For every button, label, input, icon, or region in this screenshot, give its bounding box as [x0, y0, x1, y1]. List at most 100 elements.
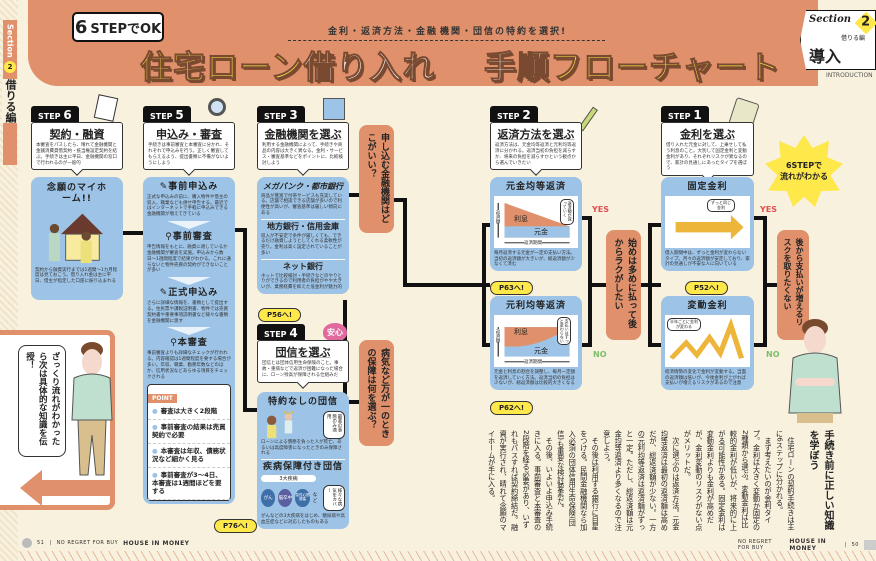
- footer-pattern: [18, 551, 876, 561]
- section-sub: 借りる編: [841, 35, 866, 42]
- disease-circle: 脳卒中: [278, 489, 293, 508]
- step4-card: 特約なしの団信 最悪の事態のみ適用 ローンによる債務を負った人が死亡、あるいは高…: [257, 392, 349, 529]
- fixed-rate-graph: ずっと同じ金利: [665, 195, 750, 248]
- option-text: 収入が不安定で条件が厳しくても、できるだけ融資しようとしてくれる柔軟性が売り。金…: [261, 233, 342, 257]
- step-label: STEP: [264, 330, 287, 339]
- option-text: 借入期間中は、ずっと金利が変わらないタイプ。月々の返済額が安定しており、家計の見…: [665, 250, 750, 268]
- title-left: 住宅ローン借り入れ: [139, 42, 436, 88]
- speech-bubble: 最悪の事態のみ適用: [322, 410, 345, 439]
- step-number: 2: [522, 108, 531, 122]
- step3-box: 金融機関を選ぶ利用する金融機関によって、手続きや商品の内容は大きく異なる。金利・…: [257, 122, 349, 171]
- magnifier-icon: ⚲: [170, 338, 178, 349]
- principal-label: 元金: [534, 346, 548, 355]
- option-text: 商品が豊富で付帯サービスも充実している。店舗で相談できる店舗が多いので利便性が高…: [261, 193, 342, 217]
- option-text: 元金と利息の割合を調整し、毎月一定額を返済していく方法。返済当初の負担は少ないが…: [494, 369, 575, 387]
- step-desc: 借り入れた元金に対して、上乗せして払う利息のこと。大別して固定金利と変動金利があ…: [666, 143, 747, 172]
- step-label: STEP: [264, 112, 287, 121]
- flow-line: [582, 283, 606, 347]
- flow-line: [392, 198, 490, 287]
- speech-bubble: ずっと同じ金利: [707, 198, 735, 213]
- question-repayment: 始めは多めに払って後からラクがしたい: [606, 230, 641, 340]
- stage-title: ✎事前申込み: [147, 182, 231, 193]
- step2-card-equal-principal: 元金均等返済 利息 元金 返済期間 返済額 返済額が減っていく 毎月返済する元金…: [490, 177, 582, 272]
- title-text: 手順: [483, 48, 551, 87]
- badge-number: 6: [74, 16, 88, 38]
- option-text: がんなどの3大疾病をはじめ、糖尿病や高血圧症などに対応したものもある: [261, 514, 345, 525]
- section-en-label: INTRODUCTION: [826, 72, 873, 79]
- left-arrow-icon[interactable]: [20, 470, 115, 506]
- title-right: 手順フローチャート: [483, 42, 781, 88]
- flow-line: [235, 228, 257, 412]
- side-tab-section: Section: [5, 24, 15, 58]
- stage-title-text: 本審査: [177, 338, 208, 349]
- step-label: STEP: [38, 112, 61, 121]
- down-arrow-icon: [167, 221, 211, 230]
- stage-text: 申告情報をもとに、融資に適しているか金融機関が審査を実施。申込みから数日〜1週間…: [147, 244, 231, 274]
- step5-card: ✎事前申込み 正式な申込みの前に、購入物件や借主の収入、職業なども併せ申告する。…: [143, 177, 235, 504]
- step-number: 5: [175, 108, 184, 122]
- pencil-icon: ✎: [159, 182, 169, 192]
- page-ref-p63[interactable]: P63へ!: [490, 281, 534, 295]
- family-house-illustration: [48, 213, 103, 263]
- page-ref-p52[interactable]: P52へ!: [685, 281, 729, 295]
- title-highlight: フローチャート: [550, 48, 781, 87]
- speech-bubble: 半年ごとに金利が変わる: [667, 317, 701, 332]
- question-insurance: 病気など万が一のときの保障は何を選ぶ？: [359, 340, 394, 446]
- side-tab-label: 借りる編: [2, 78, 18, 123]
- question-rate-risk: 後から支払いが増えるリスクを取りたくない: [777, 230, 809, 340]
- interest-label: 利息: [514, 327, 528, 336]
- flow-line: [482, 223, 490, 347]
- step5-tab: STEP 5: [143, 106, 191, 122]
- step-desc: 団信とは団体信用生命保険のこと。事故・重病などで返済が困難になった場合に、ローン…: [262, 361, 343, 378]
- speech-bubble[interactable]: ざっくり流れがわかったら次は具体的な知識を伝授！: [18, 345, 66, 457]
- article-paragraph: まず考えたいのが金利タイプ。金利は大きく変動か固定の2種類から選ぶ。変動金利は比…: [683, 430, 773, 531]
- footer-tagline: NO REGRET FOR BUY: [56, 540, 119, 546]
- option-title: 特約なしの団信: [267, 397, 338, 407]
- step1-tab: STEP 1: [661, 106, 709, 122]
- step3-card: メガバンク・都市銀行商品が豊富で付帯サービスも充実している。店舗で相談できる店舗…: [257, 177, 349, 295]
- page-number: 51: [37, 540, 45, 546]
- stage-title-text: 事前審査: [172, 232, 213, 243]
- article-body: 手続き前に正しい知識を学ぼう 住宅ローンの契約手続きは主に6ステップに分かれる。…: [440, 430, 835, 535]
- step2-card-equal-payment: 元利均等返済 利息 元金 返済期間 返済額 支払いはずっと変わらない 元金と利息…: [490, 296, 582, 391]
- stage-text: 正式な申込みの前に、購入物件や借主の収入、職業なども併せ申告する。最近ではインタ…: [147, 194, 228, 218]
- step-title: 金融機関を選ぶ: [264, 128, 342, 141]
- option-title: 地方銀行・信用金庫: [267, 221, 339, 231]
- option-text: 経済情勢の変化で金利が変動する。当面の返済額は低いが、今後金利が上がれば支払いが…: [665, 369, 746, 387]
- down-arrow-icon: [167, 277, 211, 286]
- footer-separator: |: [49, 540, 52, 546]
- pencil-icon: ✎: [159, 288, 169, 299]
- badge-text: STEPでOK: [90, 21, 162, 37]
- page-ref-p76[interactable]: P76へ!: [214, 519, 258, 533]
- title-text: 借り入れ: [303, 48, 436, 87]
- step-number: 3: [289, 108, 298, 122]
- y-axis-label: 返済額: [494, 209, 500, 224]
- section-title: 導入: [809, 47, 842, 66]
- option-text: ネットで比較検討・手続きなどのやりとりができるので利用者の負担がやや大きいが、業…: [261, 273, 342, 291]
- yes-label: YES: [592, 205, 610, 214]
- page-ref-p62[interactable]: P62へ!: [490, 401, 534, 415]
- page-number: 50: [851, 542, 859, 548]
- family-illustration: [267, 410, 294, 438]
- step4-box: 団信を選ぶ団信とは団体信用生命保険のこと。事故・重病などで返済が困難になった場合…: [257, 340, 349, 383]
- equal-payment-graph: 利息 元金 返済期間 返済額 支払いはずっと変わらない: [494, 314, 578, 367]
- page-ref-p56[interactable]: P56へ!: [258, 308, 302, 322]
- flow-line: [754, 216, 777, 287]
- side-tab-number: 2: [4, 60, 16, 73]
- principal-label: 元金: [534, 227, 548, 236]
- step2-tab: STEP 2: [490, 106, 538, 122]
- no-label: NO: [593, 350, 607, 359]
- card-text: 契約から融資実行までは1週間〜1カ月程度は見ておこう。借り入れ金は主に平日、借主…: [35, 267, 118, 285]
- card-title: 念願のマイホーム!!: [46, 183, 107, 204]
- heart-badge: 安心: [323, 323, 347, 341]
- graph-svg: [669, 317, 745, 360]
- step1-card-variable: 変動金利 半年ごとに金利が変わる 経済情勢の変化で金利が変動する。当面の返済額は…: [661, 296, 754, 391]
- stage-text: さらに詳細な情報を、書類として提出する。住民票や課税証明書、物件では売買契約書や…: [147, 300, 228, 324]
- section-side-tab: Section 2 借りる編: [2, 20, 18, 165]
- step5-box: 申込み・審査手続きは事前審査と本審査に分かれ、それぞれで申込みを行う。正しく審査…: [143, 122, 235, 171]
- coin-icon: [22, 538, 32, 548]
- footer-brand: HOUSE IN MONEY: [789, 538, 827, 552]
- star-line2: 流れがわかる: [780, 172, 828, 181]
- option-text: 毎月返済する元金が一定の支払い方法。当初の返済額が大きいが、総返済額が少なくて済…: [494, 250, 575, 268]
